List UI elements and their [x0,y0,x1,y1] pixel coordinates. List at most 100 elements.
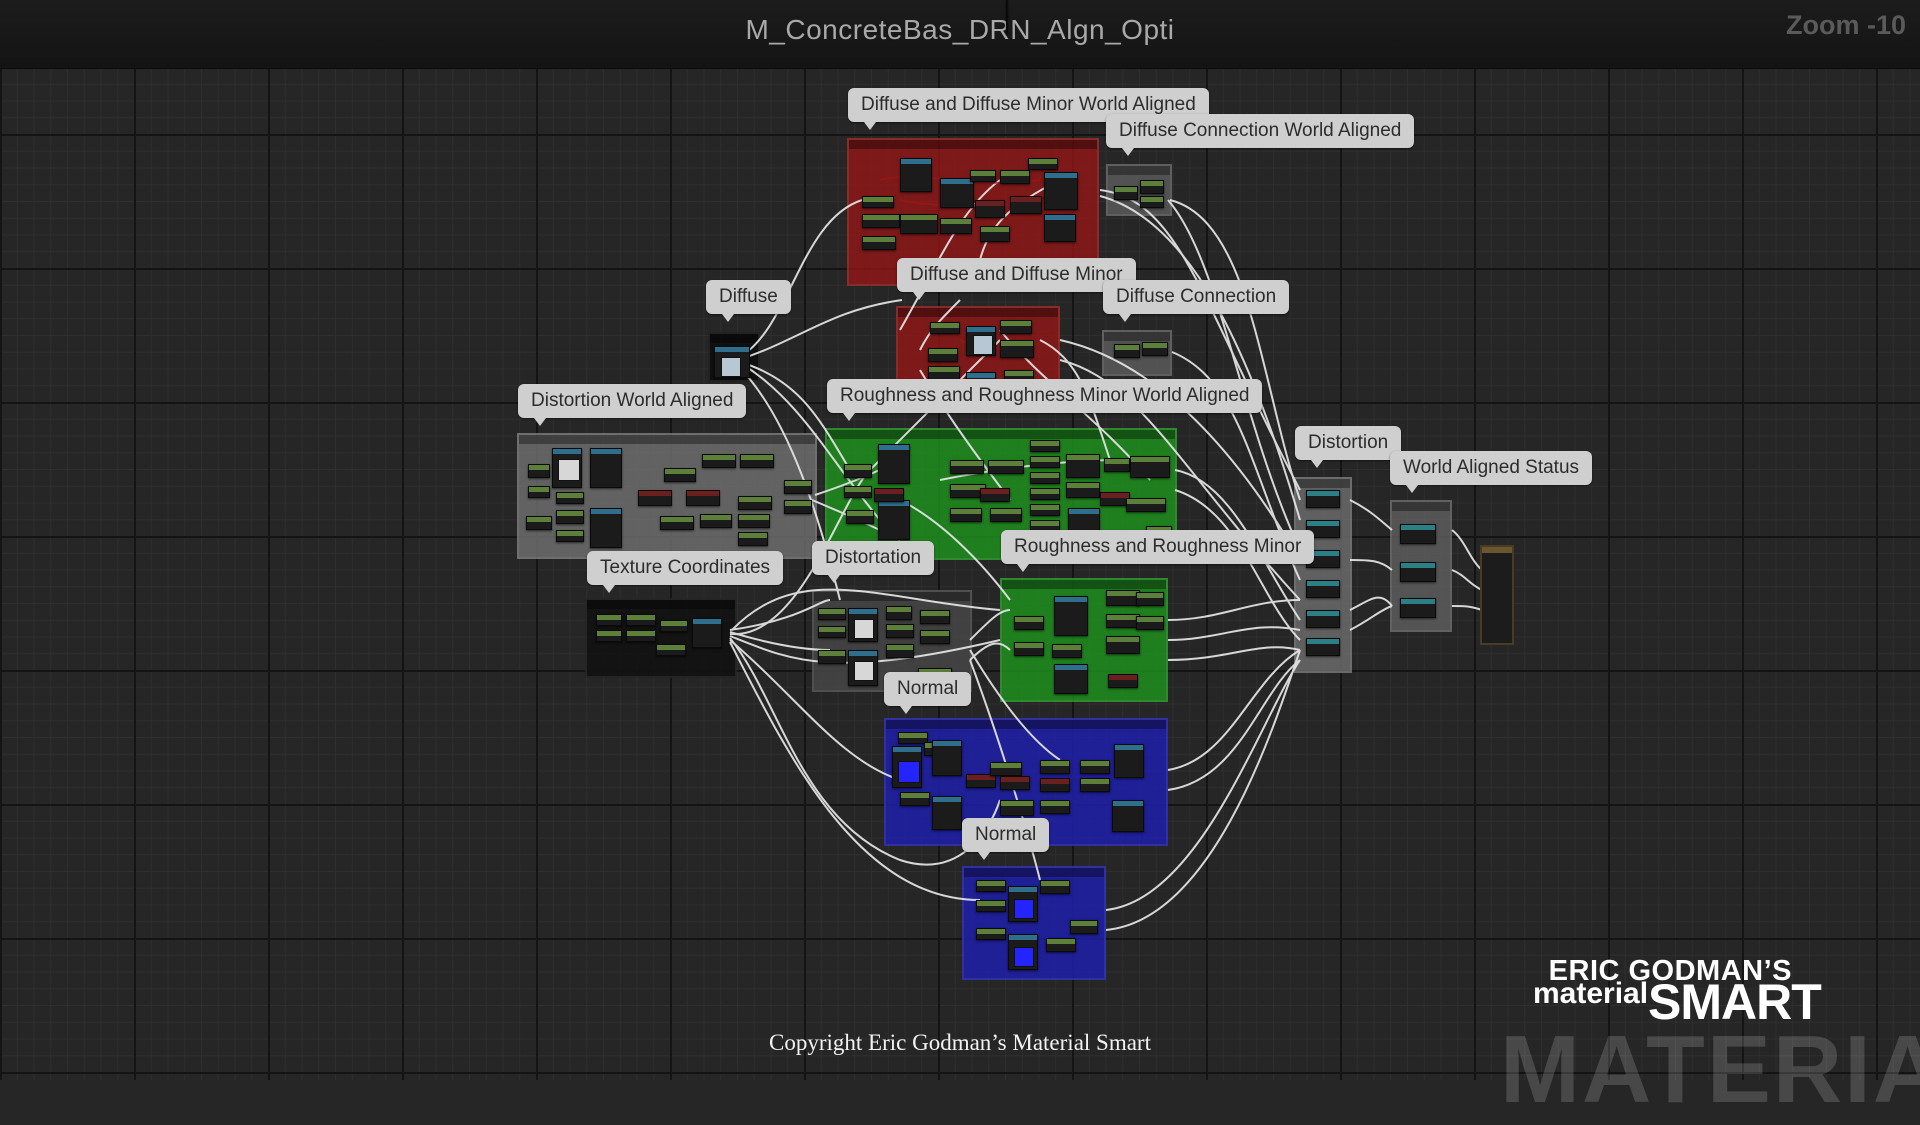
texture-sample-node[interactable] [552,448,582,488]
math-node[interactable] [1306,638,1340,656]
static-switch-node[interactable] [1400,598,1436,618]
math-node[interactable] [898,732,928,744]
texture-sample-node[interactable] [1054,596,1088,636]
texture-sample-node[interactable] [1054,664,1088,694]
math-node[interactable] [1136,616,1164,630]
math-node[interactable] [1030,504,1060,516]
texture-sample-node[interactable] [848,608,878,642]
texture-sample-node[interactable] [1112,800,1144,832]
texcoord-node[interactable] [656,644,686,656]
texture-sample-node[interactable] [1044,172,1078,210]
texcoord-node[interactable] [660,620,688,632]
math-node[interactable] [1106,614,1140,628]
comment-label-normal-2[interactable]: Normal [962,818,1050,860]
math-node[interactable] [738,514,770,528]
math-node[interactable] [940,218,972,234]
diffuse-texture-node[interactable] [714,346,750,378]
math-node[interactable] [1306,520,1340,538]
comment-label-diffuse-connection-world-aligned[interactable]: Diffuse Connection World Aligned [1106,114,1415,156]
math-node[interactable] [1028,158,1058,170]
normal-texture-node[interactable] [1008,886,1038,922]
math-node[interactable] [1040,800,1070,814]
comment-label-world-aligned-status[interactable]: World Aligned Status [1390,451,1593,493]
math-node[interactable] [966,774,996,788]
math-node[interactable] [950,484,986,498]
math-node[interactable] [976,928,1006,940]
math-node[interactable] [1108,674,1138,688]
comment-label-distortion[interactable]: Distortion [1295,426,1402,468]
texture-sample-node[interactable] [1114,744,1144,778]
math-node[interactable] [1106,636,1140,654]
static-switch-node[interactable] [1400,562,1436,582]
comment-label-distortation[interactable]: Distortation [812,541,935,583]
math-node[interactable] [1000,320,1032,334]
math-node[interactable] [920,630,950,644]
texture-sample-node[interactable] [932,740,962,776]
math-node[interactable] [818,650,846,664]
math-node[interactable] [862,236,896,250]
math-node[interactable] [1014,642,1044,656]
math-node[interactable] [818,608,846,620]
math-node[interactable] [1014,616,1044,630]
math-node[interactable] [1136,592,1164,606]
math-node[interactable] [660,516,694,530]
texture-sample-node[interactable] [878,444,910,484]
texture-sample-node[interactable] [848,650,878,686]
math-node[interactable] [1114,344,1140,358]
math-node[interactable] [1130,456,1170,478]
math-node[interactable] [1052,644,1082,658]
comment-label-roughness-world-aligned[interactable]: Roughness and Roughness Minor World Alig… [827,379,1263,421]
math-node[interactable] [844,464,872,478]
texture-sample-node[interactable] [932,796,962,830]
comment-label-diffuse-minor[interactable]: Diffuse and Diffuse Minor [897,258,1136,300]
math-node[interactable] [1306,580,1340,598]
math-node[interactable] [1080,760,1110,774]
math-node[interactable] [976,900,1006,912]
math-node[interactable] [740,454,774,468]
math-node[interactable] [526,516,552,530]
math-node[interactable] [1030,488,1060,500]
comment-label-roughness[interactable]: Roughness and Roughness Minor [1001,530,1315,572]
math-node[interactable] [1142,342,1168,356]
math-node[interactable] [700,514,732,528]
math-node[interactable] [528,486,550,498]
normal-texture-node[interactable] [1006,0,1008,34]
math-node[interactable] [862,214,900,228]
math-node[interactable] [844,486,872,498]
comment-label-diffuse[interactable]: Diffuse [706,280,791,322]
texcoord-node[interactable] [596,614,622,626]
math-node[interactable] [1066,482,1100,498]
math-node[interactable] [950,460,984,474]
math-node[interactable] [928,348,958,362]
math-node[interactable] [686,490,720,506]
static-switch-node[interactable] [1400,524,1436,544]
math-node[interactable] [874,488,904,502]
math-node[interactable] [1000,170,1030,184]
math-node[interactable] [1040,778,1070,792]
math-node[interactable] [1140,180,1164,194]
math-node[interactable] [784,500,812,514]
math-node[interactable] [920,610,950,624]
math-node[interactable] [1106,590,1140,606]
math-node[interactable] [1114,186,1138,200]
math-node[interactable] [528,464,550,478]
math-node[interactable] [990,508,1022,522]
texcoord-node[interactable] [692,618,722,648]
math-node[interactable] [556,492,584,504]
math-node[interactable] [1030,472,1060,484]
comment-label-texture-coordinates[interactable]: Texture Coordinates [587,551,784,593]
math-node[interactable] [930,322,960,334]
math-node[interactable] [556,530,584,542]
texture-sample-node[interactable] [590,448,622,488]
texcoord-node[interactable] [626,630,656,642]
math-node[interactable] [556,510,584,524]
math-node[interactable] [1000,800,1034,816]
math-node[interactable] [1104,458,1130,472]
math-node[interactable] [1306,490,1340,508]
texture-sample-node[interactable] [590,508,622,548]
math-node[interactable] [784,480,812,494]
math-node[interactable] [1306,610,1340,628]
math-node[interactable] [638,490,672,506]
math-node[interactable] [980,226,1010,242]
math-node[interactable] [886,624,914,638]
